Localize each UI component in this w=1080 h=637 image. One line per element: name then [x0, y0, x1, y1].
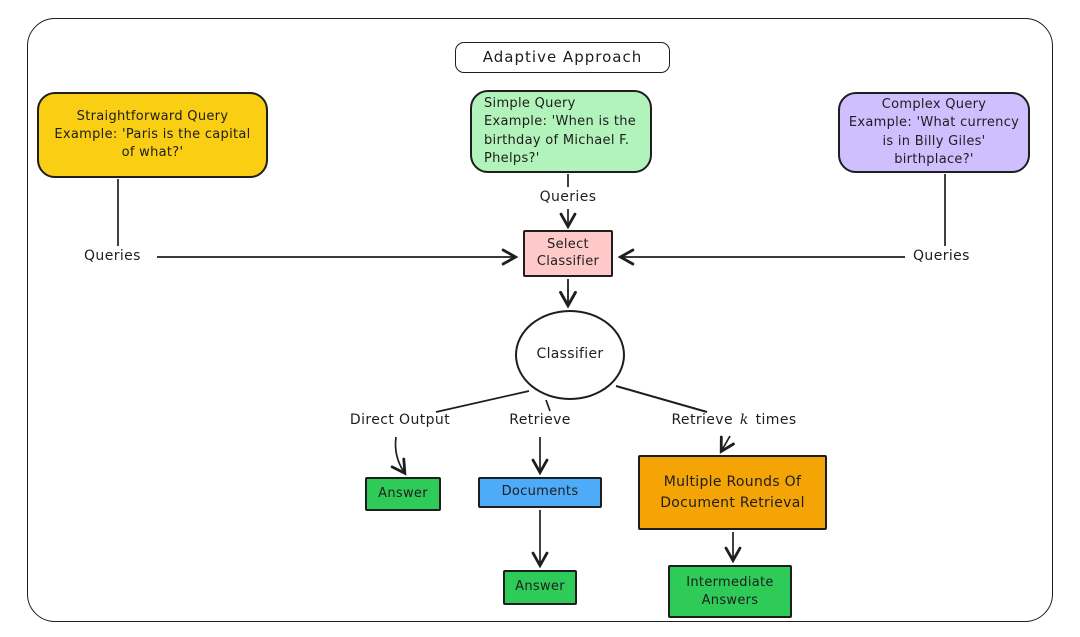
- example-straightforward-query: Straightforward Query Example: 'Paris is…: [37, 92, 268, 178]
- example-simple-query: Simple Query Example: 'When is the birth…: [470, 90, 652, 173]
- label-queries-center: Queries: [539, 189, 597, 205]
- label-direct-output: Direct Output: [349, 412, 451, 428]
- label-retrieve: Retrieve: [509, 412, 571, 428]
- node-intermediate-answers: Intermediate Answers: [668, 565, 792, 618]
- title-adaptive-approach: Adaptive Approach: [455, 42, 670, 73]
- example-complex-query: Complex Query Example: 'What currency is…: [838, 92, 1030, 173]
- label-retrieve-k-suffix: times: [755, 412, 797, 428]
- node-answer-retrieve: Answer: [503, 570, 577, 605]
- node-classifier-circle: Classifier: [515, 310, 625, 400]
- node-multiple-rounds: Multiple Rounds Of Document Retrieval: [638, 455, 827, 530]
- label-queries-left: Queries: [84, 248, 141, 264]
- node-documents: Documents: [478, 477, 602, 508]
- node-answer-direct: Answer: [365, 477, 441, 511]
- label-retrieve-k-prefix: Retrieve: [671, 412, 733, 428]
- label-retrieve-k-times: Retrieve k times: [668, 412, 800, 428]
- label-retrieve-k-var: k: [739, 412, 749, 428]
- label-queries-right: Queries: [913, 248, 970, 264]
- node-select-classifier: Select Classifier: [523, 230, 613, 277]
